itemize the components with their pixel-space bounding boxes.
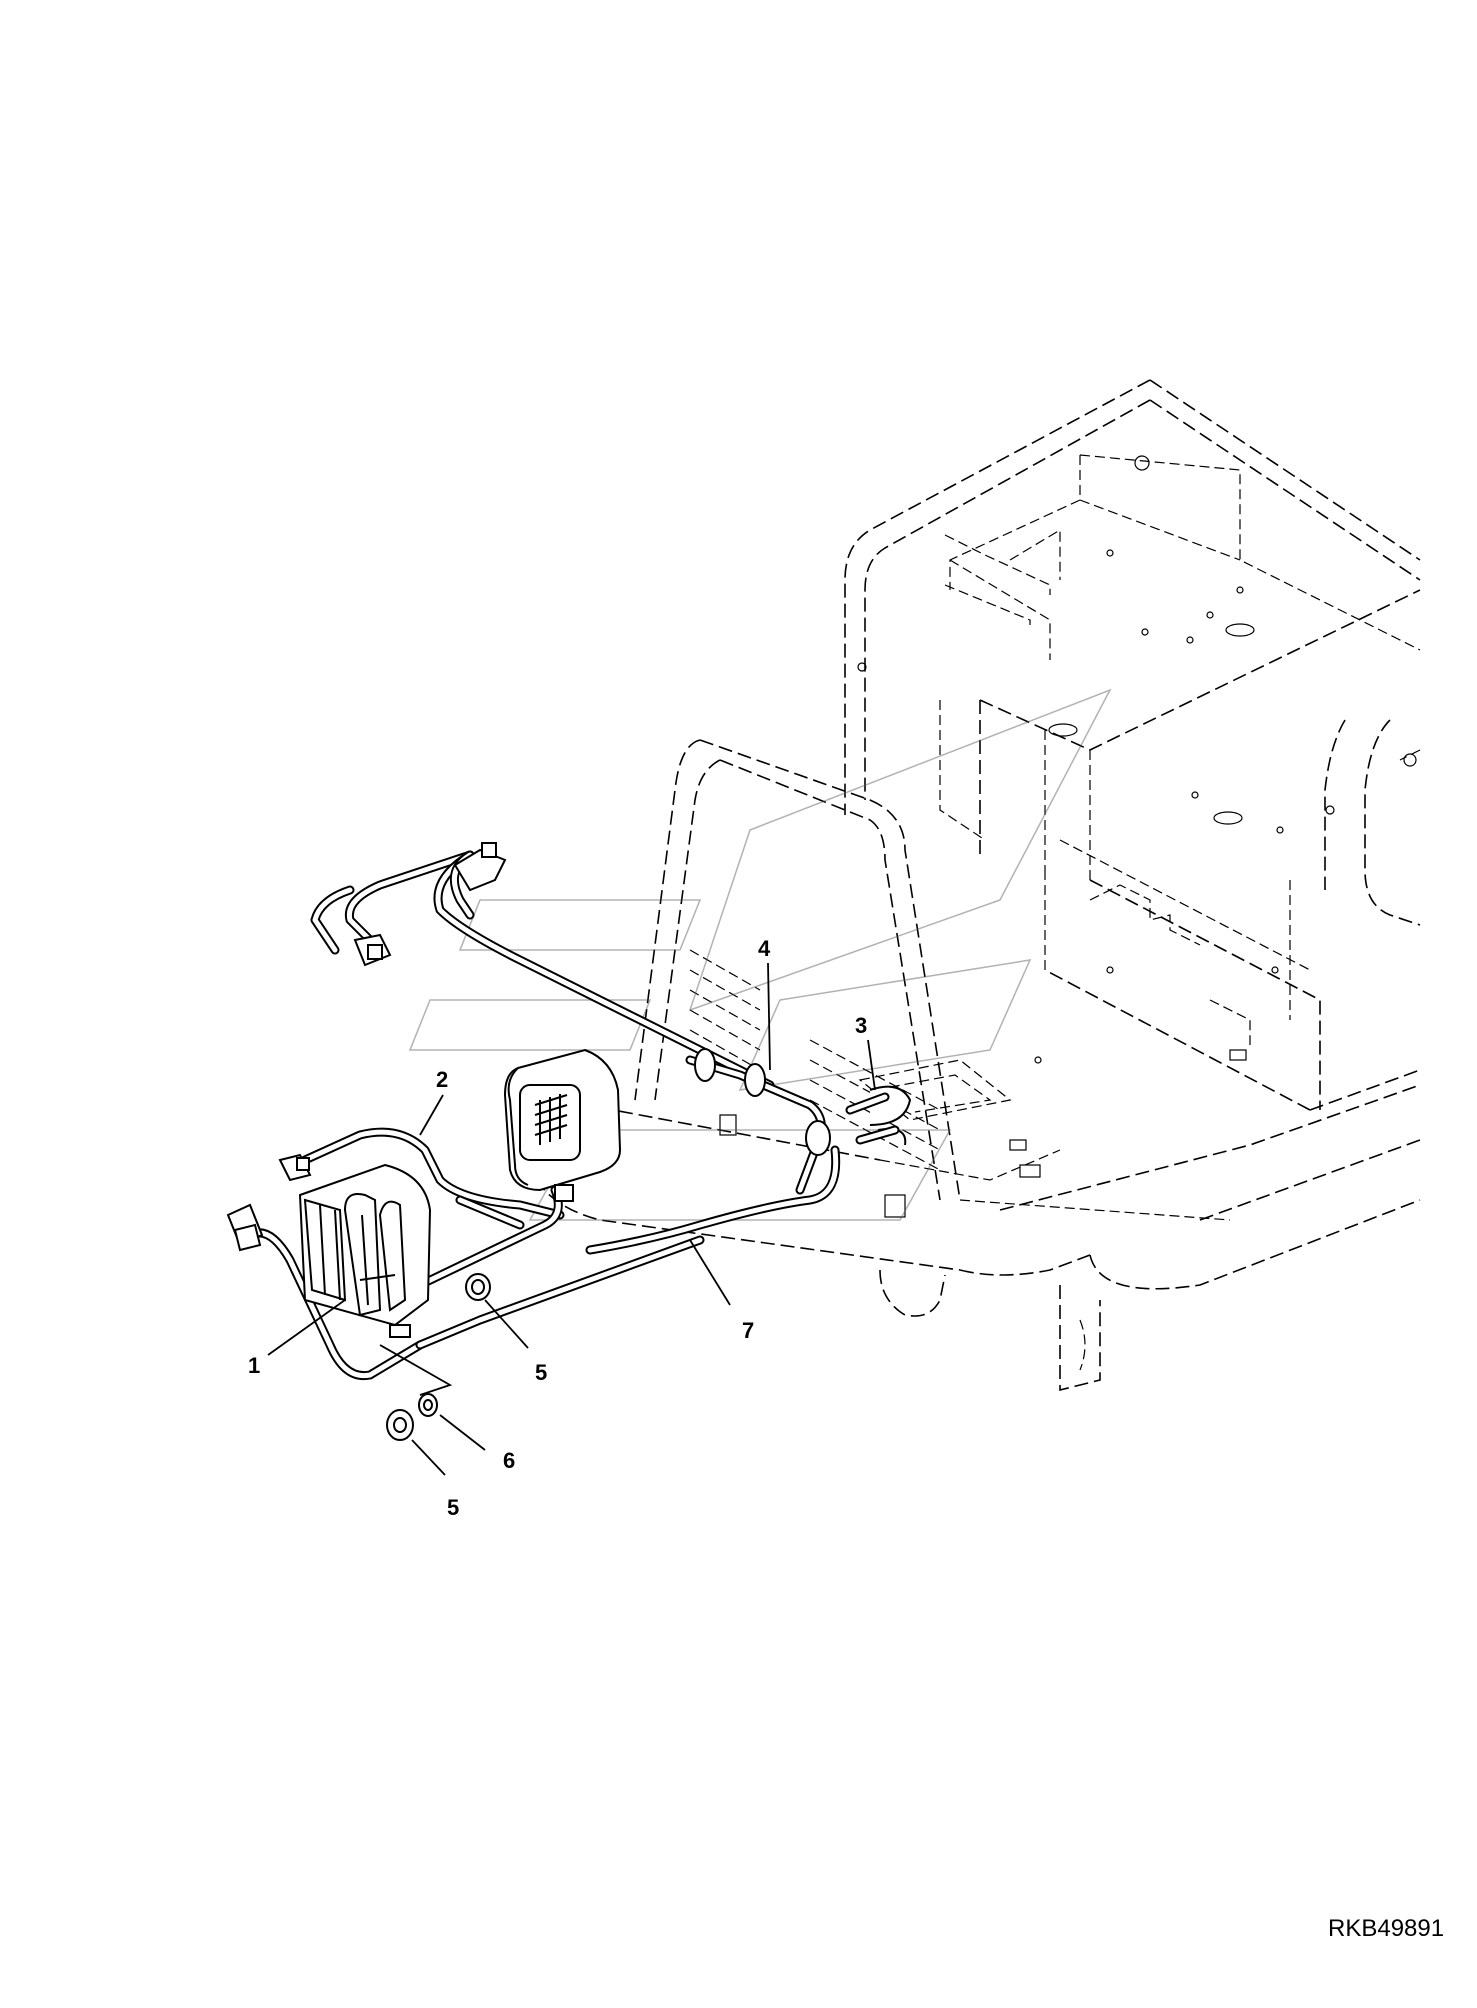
leader-lines	[267, 962, 876, 1476]
callout-7: 7	[742, 1318, 754, 1343]
callout-5-upper: 5	[535, 1360, 547, 1385]
callout-3: 3	[855, 1013, 867, 1038]
callout-2: 2	[436, 1067, 448, 1092]
callout-5-lower: 5	[447, 1495, 459, 1520]
nut-upper	[465, 1273, 491, 1301]
nut-lower	[386, 1409, 414, 1441]
drawing-id: RKB49891	[1328, 1915, 1444, 1942]
callout-6: 6	[503, 1448, 515, 1473]
washer	[418, 1393, 438, 1417]
lamp-guard	[298, 1163, 432, 1338]
work-lamp	[503, 1048, 622, 1202]
callout-labels: 1 2 3 4 5 5 6 7	[248, 936, 867, 1520]
callout-4: 4	[758, 936, 771, 961]
wiring-harness	[226, 842, 912, 1381]
callout-1: 1	[248, 1353, 260, 1378]
